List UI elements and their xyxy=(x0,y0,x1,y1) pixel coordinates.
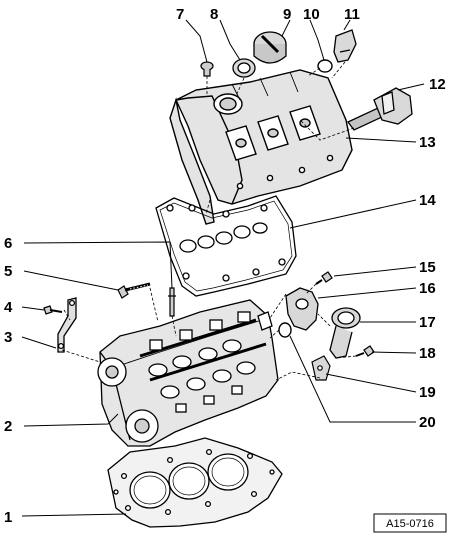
callout-16: 16 xyxy=(419,280,436,297)
cylinder-head-cover xyxy=(169,69,353,225)
callout-2: 2 xyxy=(4,418,12,435)
callout-15: 15 xyxy=(419,259,436,276)
callout-1: 1 xyxy=(4,509,12,526)
assembly-guide-lines xyxy=(61,61,357,381)
callout-18: 18 xyxy=(419,345,436,362)
reference-code-box: A15-0716 xyxy=(373,513,447,533)
oil-filler-cap xyxy=(253,31,287,64)
ignition-coil xyxy=(346,87,413,131)
callout-12: 12 xyxy=(429,76,446,93)
breather-connector xyxy=(333,29,357,63)
callout-14: 14 xyxy=(419,192,436,209)
small-bracket xyxy=(311,355,331,381)
cover-gasket xyxy=(155,195,297,297)
callout-17: 17 xyxy=(419,314,436,331)
o-ring-housing xyxy=(278,322,292,338)
callout-11: 11 xyxy=(344,6,360,23)
callout-19: 19 xyxy=(419,384,436,401)
callout-20: 20 xyxy=(419,414,436,431)
bracket xyxy=(57,297,77,353)
callout-9: 9 xyxy=(283,6,291,23)
callout-7: 7 xyxy=(176,6,184,23)
leader-lines xyxy=(21,19,425,517)
callout-3: 3 xyxy=(4,329,12,346)
callout-10: 10 xyxy=(303,6,320,23)
callout-8: 8 xyxy=(210,6,218,23)
callout-4: 4 xyxy=(4,299,13,316)
sealing-ring xyxy=(232,58,256,78)
callout-labels: 1 2 3 4 5 6 7 8 9 10 11 12 13 14 15 16 1… xyxy=(4,6,446,526)
callout-5: 5 xyxy=(4,263,12,280)
o-ring xyxy=(317,59,333,73)
coolant-flange xyxy=(329,307,361,359)
bolt-short xyxy=(43,305,63,315)
stud xyxy=(168,287,176,317)
screw-housing xyxy=(315,271,333,285)
bolt-long xyxy=(117,282,151,299)
cylinder-head-gasket xyxy=(107,437,283,528)
reference-code: A15-0716 xyxy=(386,518,434,530)
callout-13: 13 xyxy=(419,134,436,151)
coolant-housing xyxy=(285,287,319,331)
cylinder-head xyxy=(97,299,279,447)
screw-cover xyxy=(200,61,214,77)
callout-6: 6 xyxy=(4,235,12,252)
bolt-flange xyxy=(355,345,375,357)
